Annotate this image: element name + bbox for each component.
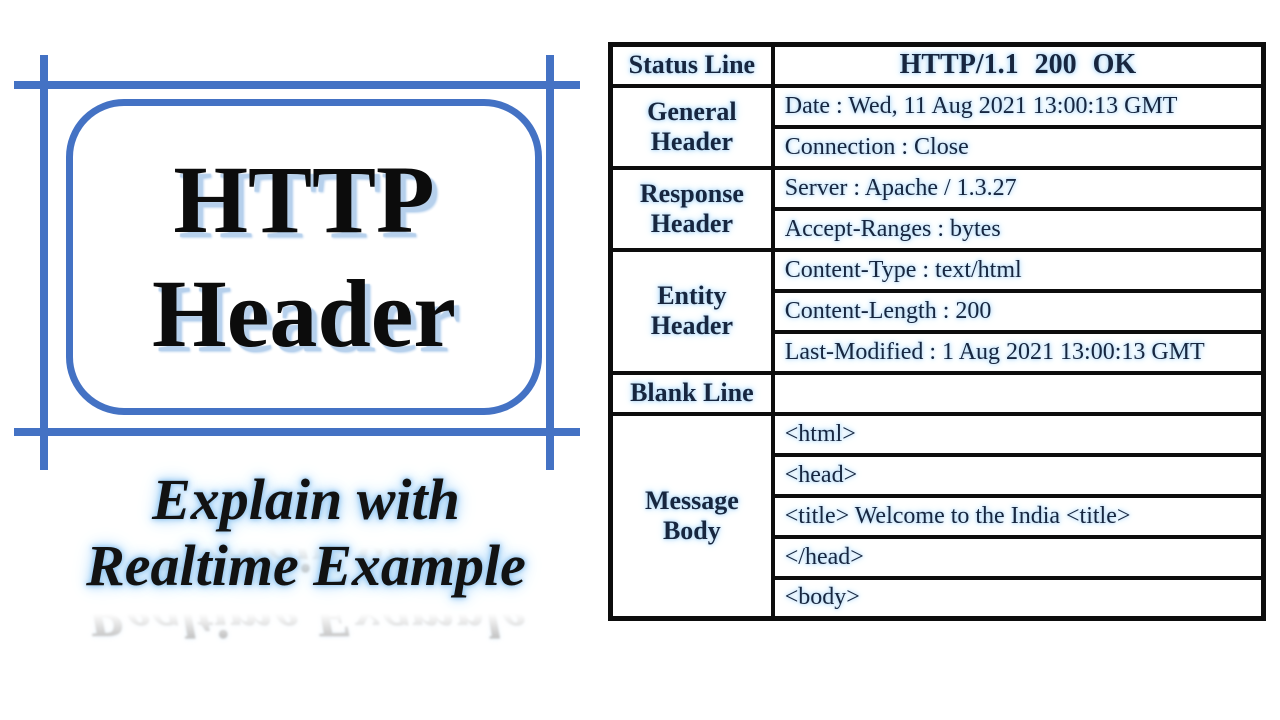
table-row: Entity Header Content-Type : text/html xyxy=(608,247,1266,375)
title-http: HTTP xyxy=(173,146,435,253)
value-content-length: Content-Length : 200 xyxy=(770,288,1266,334)
value-server: Server : Apache / 1.3.27 xyxy=(770,165,1266,211)
title-header: Header xyxy=(152,260,456,367)
label-entity-header: Entity Header xyxy=(608,247,775,375)
frame-horizontal-line-bottom xyxy=(14,428,580,436)
label-general-header: General Header xyxy=(608,83,775,170)
value-blank-line xyxy=(770,370,1266,416)
table-row: </head> xyxy=(611,534,1266,580)
table-row: <body> xyxy=(611,575,1266,621)
http-header-table: Status Line HTTP/1.1 200 OK General Head… xyxy=(608,42,1266,621)
value-date: Date : Wed, 11 Aug 2021 13:00:13 GMT xyxy=(770,83,1266,129)
table-row: General Header Date : Wed, 11 Aug 2021 1… xyxy=(608,83,1266,170)
label-message-body: Message Body xyxy=(608,411,775,621)
table-row: Connection : Close xyxy=(611,124,1266,170)
table-row: Content-Length : 200 xyxy=(611,288,1266,334)
table-row: Response Header Server : Apache / 1.3.27 xyxy=(608,165,1266,252)
subtitle-line-2: Realtime Example Realtime Example xyxy=(0,533,612,650)
subtitle-line-1: Explain with Explain with xyxy=(0,467,612,584)
title-box: HTTP Header xyxy=(66,99,542,415)
table-row: Message Body <html> xyxy=(608,411,1266,621)
label-blank-line: Blank Line xyxy=(608,370,775,416)
table-row: <title> Welcome to the India <title> xyxy=(611,493,1266,539)
value-status-line: HTTP/1.1 200 OK xyxy=(770,42,1266,88)
value-accept-ranges: Accept-Ranges : bytes xyxy=(770,206,1266,252)
table-row: Last-Modified : 1 Aug 2021 13:00:13 GMT xyxy=(611,329,1266,375)
table-row: Accept-Ranges : bytes xyxy=(611,206,1266,252)
value-connection: Connection : Close xyxy=(770,124,1266,170)
value-content-type: Content-Type : text/html xyxy=(770,247,1266,293)
frame-vertical-line-left xyxy=(40,55,48,470)
subtitle-text-2: Realtime Example xyxy=(86,533,526,598)
value-head-close-tag: </head> xyxy=(770,534,1266,580)
value-body-tag: <body> xyxy=(770,575,1266,621)
frame-horizontal-line-top xyxy=(14,81,580,89)
label-response-header: Response Header xyxy=(608,165,775,252)
value-title-tag: <title> Welcome to the India <title> xyxy=(770,493,1266,539)
label-status-line: Status Line xyxy=(608,42,775,88)
table-row: Status Line HTTP/1.1 200 OK xyxy=(608,42,1266,88)
subtitle-text-1: Explain with xyxy=(152,467,460,532)
frame-vertical-line-right xyxy=(546,55,554,470)
table-row: Blank Line xyxy=(608,370,1266,416)
value-html-tag: <html> xyxy=(770,411,1266,457)
table-row: <head> xyxy=(611,452,1266,498)
value-head-tag: <head> xyxy=(770,452,1266,498)
value-last-modified: Last-Modified : 1 Aug 2021 13:00:13 GMT xyxy=(770,329,1266,375)
